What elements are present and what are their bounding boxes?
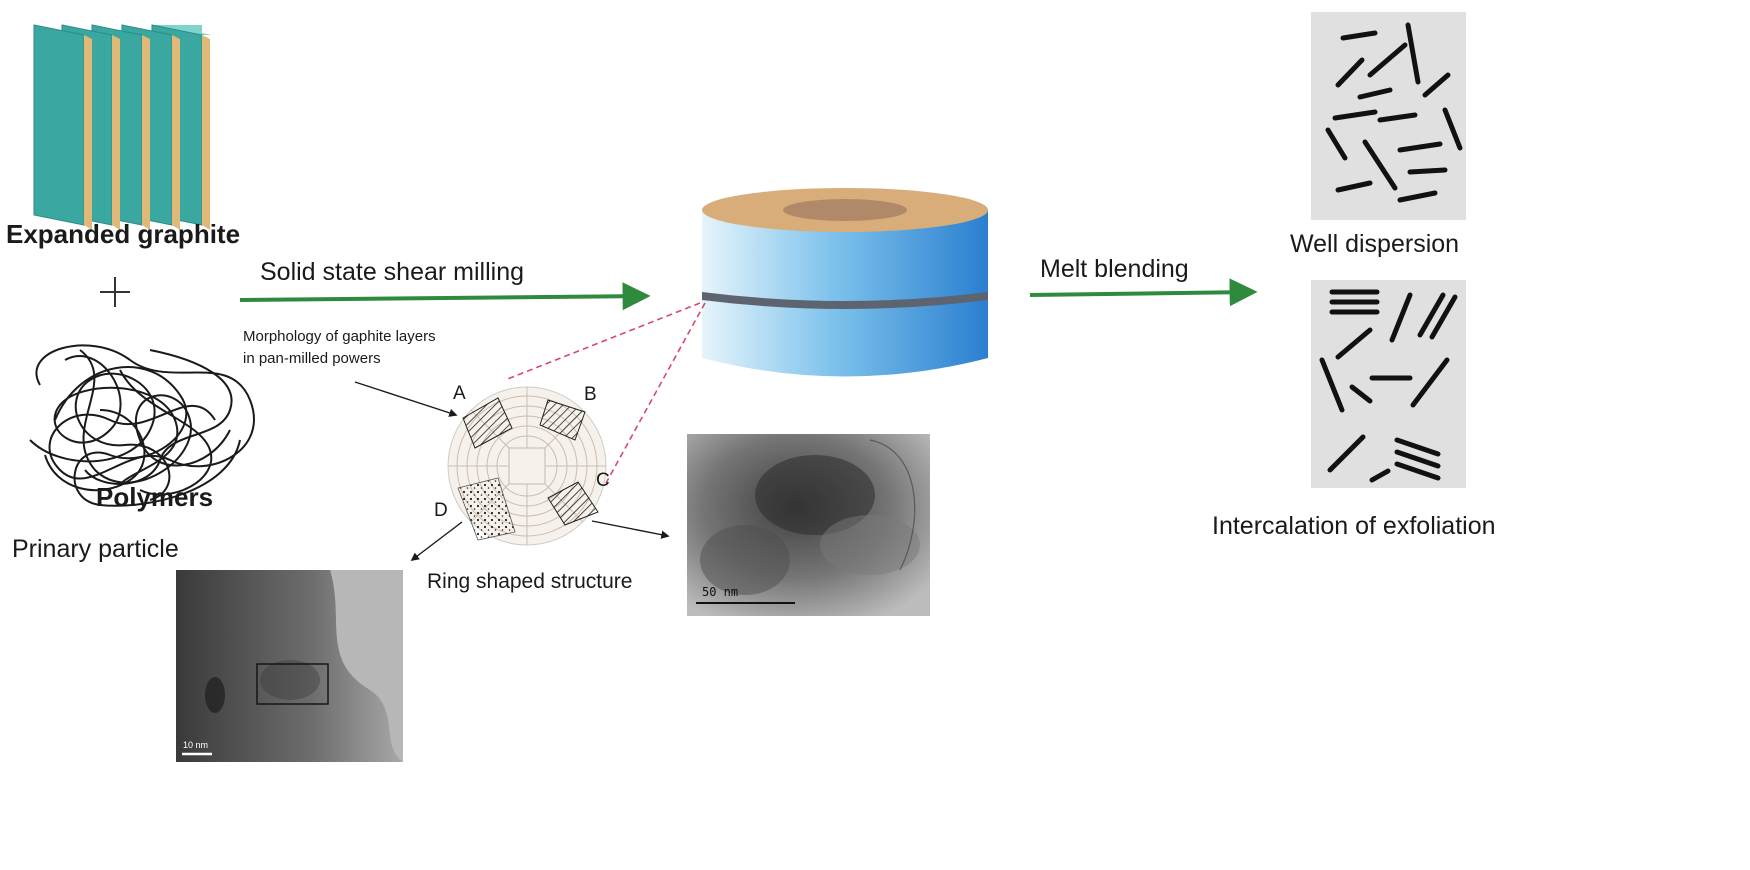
- morphology-label-line1: Morphology of gaphite layers: [243, 328, 436, 345]
- morphology-arrow: [354, 381, 458, 417]
- tem-right-scale-label: 50 nm: [702, 585, 739, 599]
- intercalation-exfoliation-panel: [1311, 280, 1466, 488]
- polymer-tangle-icon: [29, 344, 255, 507]
- sector-c-arrow: [591, 520, 670, 539]
- morphology-label-line2: in pan-milled powers: [243, 350, 381, 367]
- ring-sector-d-label: D: [434, 500, 448, 521]
- tem-image-left: [176, 570, 403, 762]
- melt-blending-arrow: [1029, 278, 1258, 307]
- tem-left-scale-label: 10 nm: [183, 740, 209, 750]
- intercalation-exfoliation-label: Intercalation of exfoliation: [1212, 512, 1496, 540]
- milling-pan-icon: [702, 188, 988, 377]
- expanded-graphite-label: Expanded graphite: [6, 219, 241, 249]
- ring-shaped-structure-label: Ring shaped structure: [427, 570, 633, 593]
- polymers-label: Polymers: [96, 482, 214, 512]
- ring-sector-a-label: A: [453, 383, 466, 404]
- expanded-graphite-icon: [33, 24, 212, 230]
- plus-sign: [100, 277, 130, 307]
- zoom-line-right: [605, 302, 706, 484]
- tem-image-right: [687, 434, 930, 616]
- melt-blending-label: Melt blending: [1040, 255, 1189, 283]
- ring-sector-c-label: C: [596, 470, 610, 491]
- well-dispersion-panel: [1311, 12, 1466, 220]
- ring-structure-icon: [447, 386, 607, 546]
- sector-d-arrow: [410, 521, 463, 562]
- ring-sector-d: [457, 477, 516, 541]
- ring-sector-b-label: B: [584, 384, 597, 405]
- shear-milling-arrow: [239, 282, 651, 311]
- solid-state-shear-milling-label: Solid state shear milling: [260, 258, 525, 286]
- ring-sector-a: [462, 397, 513, 449]
- well-dispersion-label: Well dispersion: [1290, 230, 1460, 258]
- zoom-line-left: [504, 302, 701, 381]
- primary-particle-label: Prinary particle: [12, 535, 179, 563]
- ring-sector-c: [547, 481, 599, 526]
- ring-sector-b: [539, 399, 586, 441]
